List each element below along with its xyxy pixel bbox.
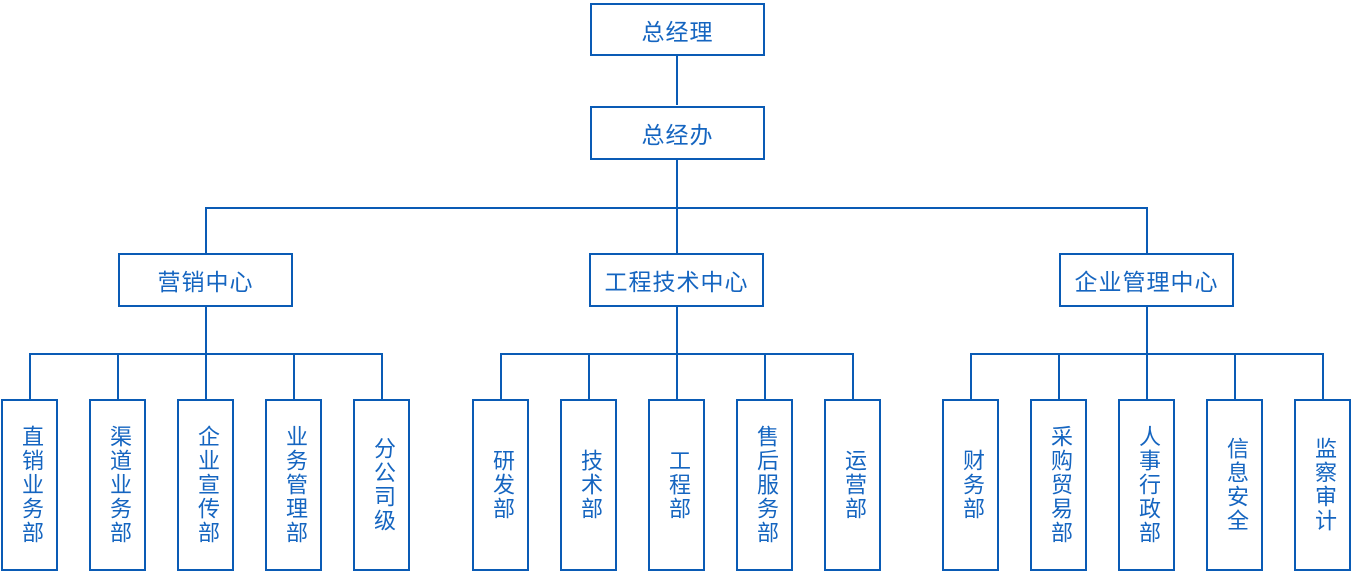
node-label: 研发部: [488, 449, 514, 521]
connector-marketing-leaf-3: [205, 353, 207, 399]
node-general-manager-office[interactable]: 总经办: [590, 106, 765, 160]
connector-management-leaf-3: [1146, 353, 1148, 399]
node-marketing-center[interactable]: 营销中心: [118, 253, 293, 307]
node-label: 工程部: [664, 449, 690, 521]
node-information-security[interactable]: 信息安全: [1206, 399, 1263, 571]
node-label: 直销业务部: [17, 425, 43, 545]
connector-engineering-leaf-5: [852, 353, 854, 399]
node-label: 企业宣传部: [193, 425, 219, 545]
node-label: 售后服务部: [752, 425, 778, 545]
connector-engineering-drop: [676, 307, 678, 353]
node-channel-sales-department[interactable]: 渠道业务部: [89, 399, 146, 571]
connector-management-leaf-4: [1234, 353, 1236, 399]
node-label: 总经办: [641, 123, 714, 149]
node-procurement-trade-department[interactable]: 采购贸易部: [1030, 399, 1087, 571]
node-label: 监察审计: [1310, 437, 1336, 533]
node-technology-department[interactable]: 技术部: [560, 399, 617, 571]
connector-office-drop: [676, 160, 678, 207]
connector-marketing-leaf-1: [29, 353, 31, 399]
node-after-sales-service-department[interactable]: 售后服务部: [736, 399, 793, 571]
connector-engineering-leaf-3: [676, 353, 678, 399]
node-label: 企业管理中心: [1074, 270, 1219, 296]
connector-root-to-office: [676, 56, 678, 105]
connector-management-drop: [1146, 307, 1148, 353]
connector-engineering-leaf-1: [500, 353, 502, 399]
connector-bus-to-marketing: [205, 207, 207, 253]
node-direct-sales-department[interactable]: 直销业务部: [1, 399, 58, 571]
connector-marketing-leaf-2: [117, 353, 119, 399]
node-research-development-department[interactable]: 研发部: [472, 399, 529, 571]
node-label: 运营部: [840, 449, 866, 521]
node-engineering-technology-center[interactable]: 工程技术中心: [589, 253, 764, 307]
connector-management-leaf-5: [1322, 353, 1324, 399]
connector-marketing-drop: [205, 307, 207, 353]
node-human-resources-administration-department[interactable]: 人事行政部: [1118, 399, 1175, 571]
node-business-management-department[interactable]: 业务管理部: [265, 399, 322, 571]
connector-bus-to-engineering: [676, 207, 678, 253]
node-enterprise-management-center[interactable]: 企业管理中心: [1059, 253, 1234, 307]
connector-engineering-leaf-4: [764, 353, 766, 399]
node-label: 业务管理部: [281, 425, 307, 545]
connector-management-leaf-2: [1058, 353, 1060, 399]
node-label: 营销中心: [157, 270, 254, 296]
connector-marketing-leaf-5: [381, 353, 383, 399]
connector-bus-to-management: [1146, 207, 1148, 253]
node-label: 分公司级: [369, 437, 395, 533]
node-label: 工程技术中心: [604, 270, 749, 296]
node-label: 总经理: [641, 19, 714, 46]
node-label: 技术部: [576, 449, 602, 521]
node-label: 采购贸易部: [1046, 425, 1072, 545]
node-finance-department[interactable]: 财务部: [942, 399, 999, 571]
node-label: 财务部: [958, 449, 984, 521]
node-engineering-department[interactable]: 工程部: [648, 399, 705, 571]
node-label: 人事行政部: [1134, 425, 1160, 545]
node-supervision-audit[interactable]: 监察审计: [1294, 399, 1351, 571]
node-corporate-publicity-department[interactable]: 企业宣传部: [177, 399, 234, 571]
node-branch-company-level[interactable]: 分公司级: [353, 399, 410, 571]
node-label: 信息安全: [1222, 437, 1248, 533]
connector-marketing-leaf-4: [293, 353, 295, 399]
connector-management-leaf-1: [970, 353, 972, 399]
node-operations-department[interactable]: 运营部: [824, 399, 881, 571]
node-general-manager[interactable]: 总经理: [590, 3, 765, 56]
connector-engineering-leaf-2: [588, 353, 590, 399]
node-label: 渠道业务部: [105, 425, 131, 545]
